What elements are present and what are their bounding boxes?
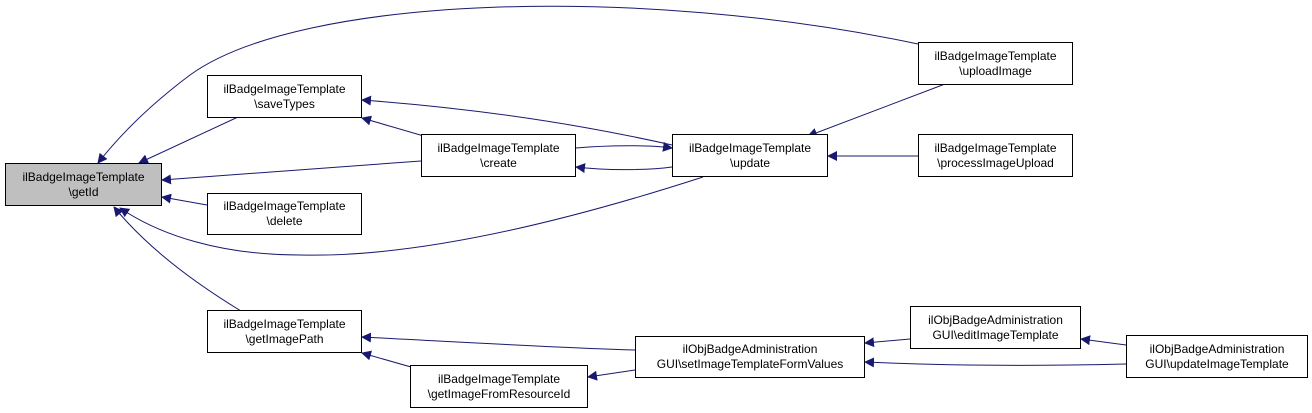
- edge-update-to-getId: [119, 176, 704, 256]
- edge-create-to-update: [575, 141, 673, 152]
- node-create-method: \create: [480, 155, 517, 170]
- node-update[interactable]: ilBadgeImageTemplate \update: [672, 134, 828, 177]
- node-setImageTemplateFormValues-method: GUI\setImageTemplateFormValues: [656, 357, 844, 371]
- edge-setImageTemplateFormValues-to-getImageFromResourceId: [587, 369, 636, 381]
- node-processImageUpload-class: ilBadgeImageTemplate: [934, 140, 1057, 155]
- node-getId: ilBadgeImageTemplate \getId: [5, 163, 162, 206]
- node-saveTypes-method: \saveTypes: [254, 96, 315, 111]
- edge-saveTypes-to-getId: [138, 116, 239, 164]
- node-processImageUpload-method: \processImageUpload: [937, 155, 1054, 170]
- node-update-class: ilBadgeImageTemplate: [688, 140, 812, 155]
- node-editImageTemplate-method: GUI\editImageTemplate: [932, 327, 1059, 342]
- node-getImageFromResourceId[interactable]: ilBadgeImageTemplate \getImageFromResour…: [410, 365, 588, 408]
- node-getId-class: ilBadgeImageTemplate: [22, 169, 145, 184]
- edge-update-to-saveTypes: [361, 95, 673, 146]
- node-updateImageTemplate[interactable]: ilObjBadgeAdministration GUI\updateImage…: [1126, 335, 1308, 378]
- node-editImageTemplate-class: ilObjBadgeAdministration: [928, 312, 1063, 327]
- edge-update-to-create: [575, 163, 673, 174]
- edge-create-to-getId: [161, 160, 422, 185]
- node-create[interactable]: ilBadgeImageTemplate \create: [421, 134, 576, 177]
- node-uploadImage-class: ilBadgeImageTemplate: [934, 48, 1057, 63]
- edge-uploadImage-to-update: [807, 83, 946, 138]
- node-getImagePath-method: \getImagePath: [245, 331, 324, 346]
- node-getImagePath-class: ilBadgeImageTemplate: [223, 316, 346, 331]
- edge-updateImageTemplate-to-editImageTemplate: [1080, 335, 1127, 346]
- node-uploadImage-method: \uploadImage: [959, 63, 1032, 78]
- node-create-class: ilBadgeImageTemplate: [437, 140, 560, 155]
- node-uploadImage[interactable]: ilBadgeImageTemplate \uploadImage: [918, 42, 1073, 85]
- node-setImageTemplateFormValues-class: ilObjBadgeAdministration: [682, 342, 818, 356]
- node-getImageFromResourceId-class: ilBadgeImageTemplate: [437, 371, 561, 386]
- node-delete-class: ilBadgeImageTemplate: [223, 199, 346, 213]
- edge-getImagePath-to-getId: [113, 206, 242, 312]
- node-setImageTemplateFormValues[interactable]: ilObjBadgeAdministration GUI\setImageTem…: [635, 336, 865, 378]
- node-delete[interactable]: ilBadgeImageTemplate \delete: [207, 193, 362, 235]
- node-updateImageTemplate-class: ilObjBadgeAdministration: [1149, 341, 1285, 356]
- edge-getImageFromResourceId-to-getImagePath: [361, 350, 419, 370]
- edge-updateImageTemplate-to-setImageTemplateFormValues: [864, 357, 1127, 368]
- edge-uploadImage-to-getId: [97, 5, 919, 164]
- edge-editImageTemplate-to-setImageTemplateFormValues: [864, 337, 911, 348]
- node-update-method: \update: [729, 155, 771, 170]
- edge-delete-to-getId: [161, 193, 208, 206]
- edge-setImageTemplateFormValues-to-getImagePath: [361, 332, 636, 351]
- node-getImagePath[interactable]: ilBadgeImageTemplate \getImagePath: [207, 310, 362, 353]
- node-delete-method: \delete: [266, 214, 303, 228]
- node-processImageUpload[interactable]: ilBadgeImageTemplate \processImageUpload: [918, 134, 1073, 177]
- node-getId-method: \getId: [68, 184, 99, 199]
- node-getImageFromResourceId-method: \getImageFromResourceId: [427, 386, 571, 401]
- node-editImageTemplate[interactable]: ilObjBadgeAdministration GUI\editImageTe…: [910, 306, 1081, 349]
- node-saveTypes-class: ilBadgeImageTemplate: [223, 81, 346, 96]
- node-saveTypes[interactable]: ilBadgeImageTemplate \saveTypes: [207, 75, 362, 118]
- node-updateImageTemplate-method: GUI\updateImageTemplate: [1145, 356, 1289, 371]
